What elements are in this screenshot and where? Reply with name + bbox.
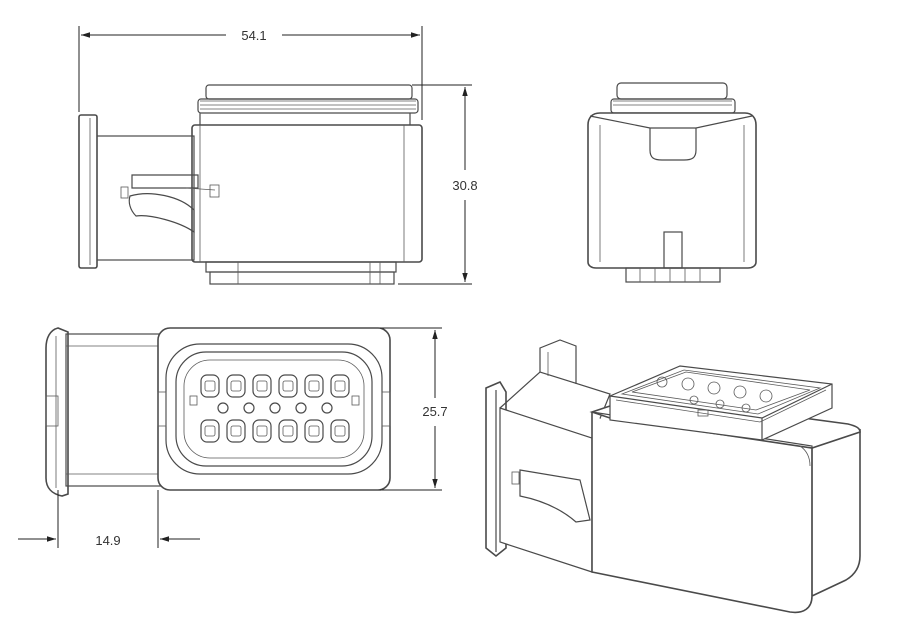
cavity-row-top <box>200 374 350 398</box>
dimension-width-label: 25.7 <box>422 404 447 419</box>
front-view <box>587 82 757 283</box>
top-view <box>45 327 391 497</box>
cavity-row-middle <box>217 402 333 414</box>
isometric-view <box>485 339 861 614</box>
dimension-height: 30.8 <box>398 84 478 285</box>
cavity-row-bottom <box>200 419 350 443</box>
dimension-latch-offset: 14.9 <box>18 490 200 548</box>
side-view <box>78 84 423 285</box>
dimension-height-label: 30.8 <box>452 178 477 193</box>
dimension-length: 54.1 <box>78 26 423 120</box>
dimension-length-label: 54.1 <box>241 28 266 43</box>
dimension-width: 25.7 <box>380 327 448 491</box>
dimension-latch-offset-label: 14.9 <box>95 533 120 548</box>
